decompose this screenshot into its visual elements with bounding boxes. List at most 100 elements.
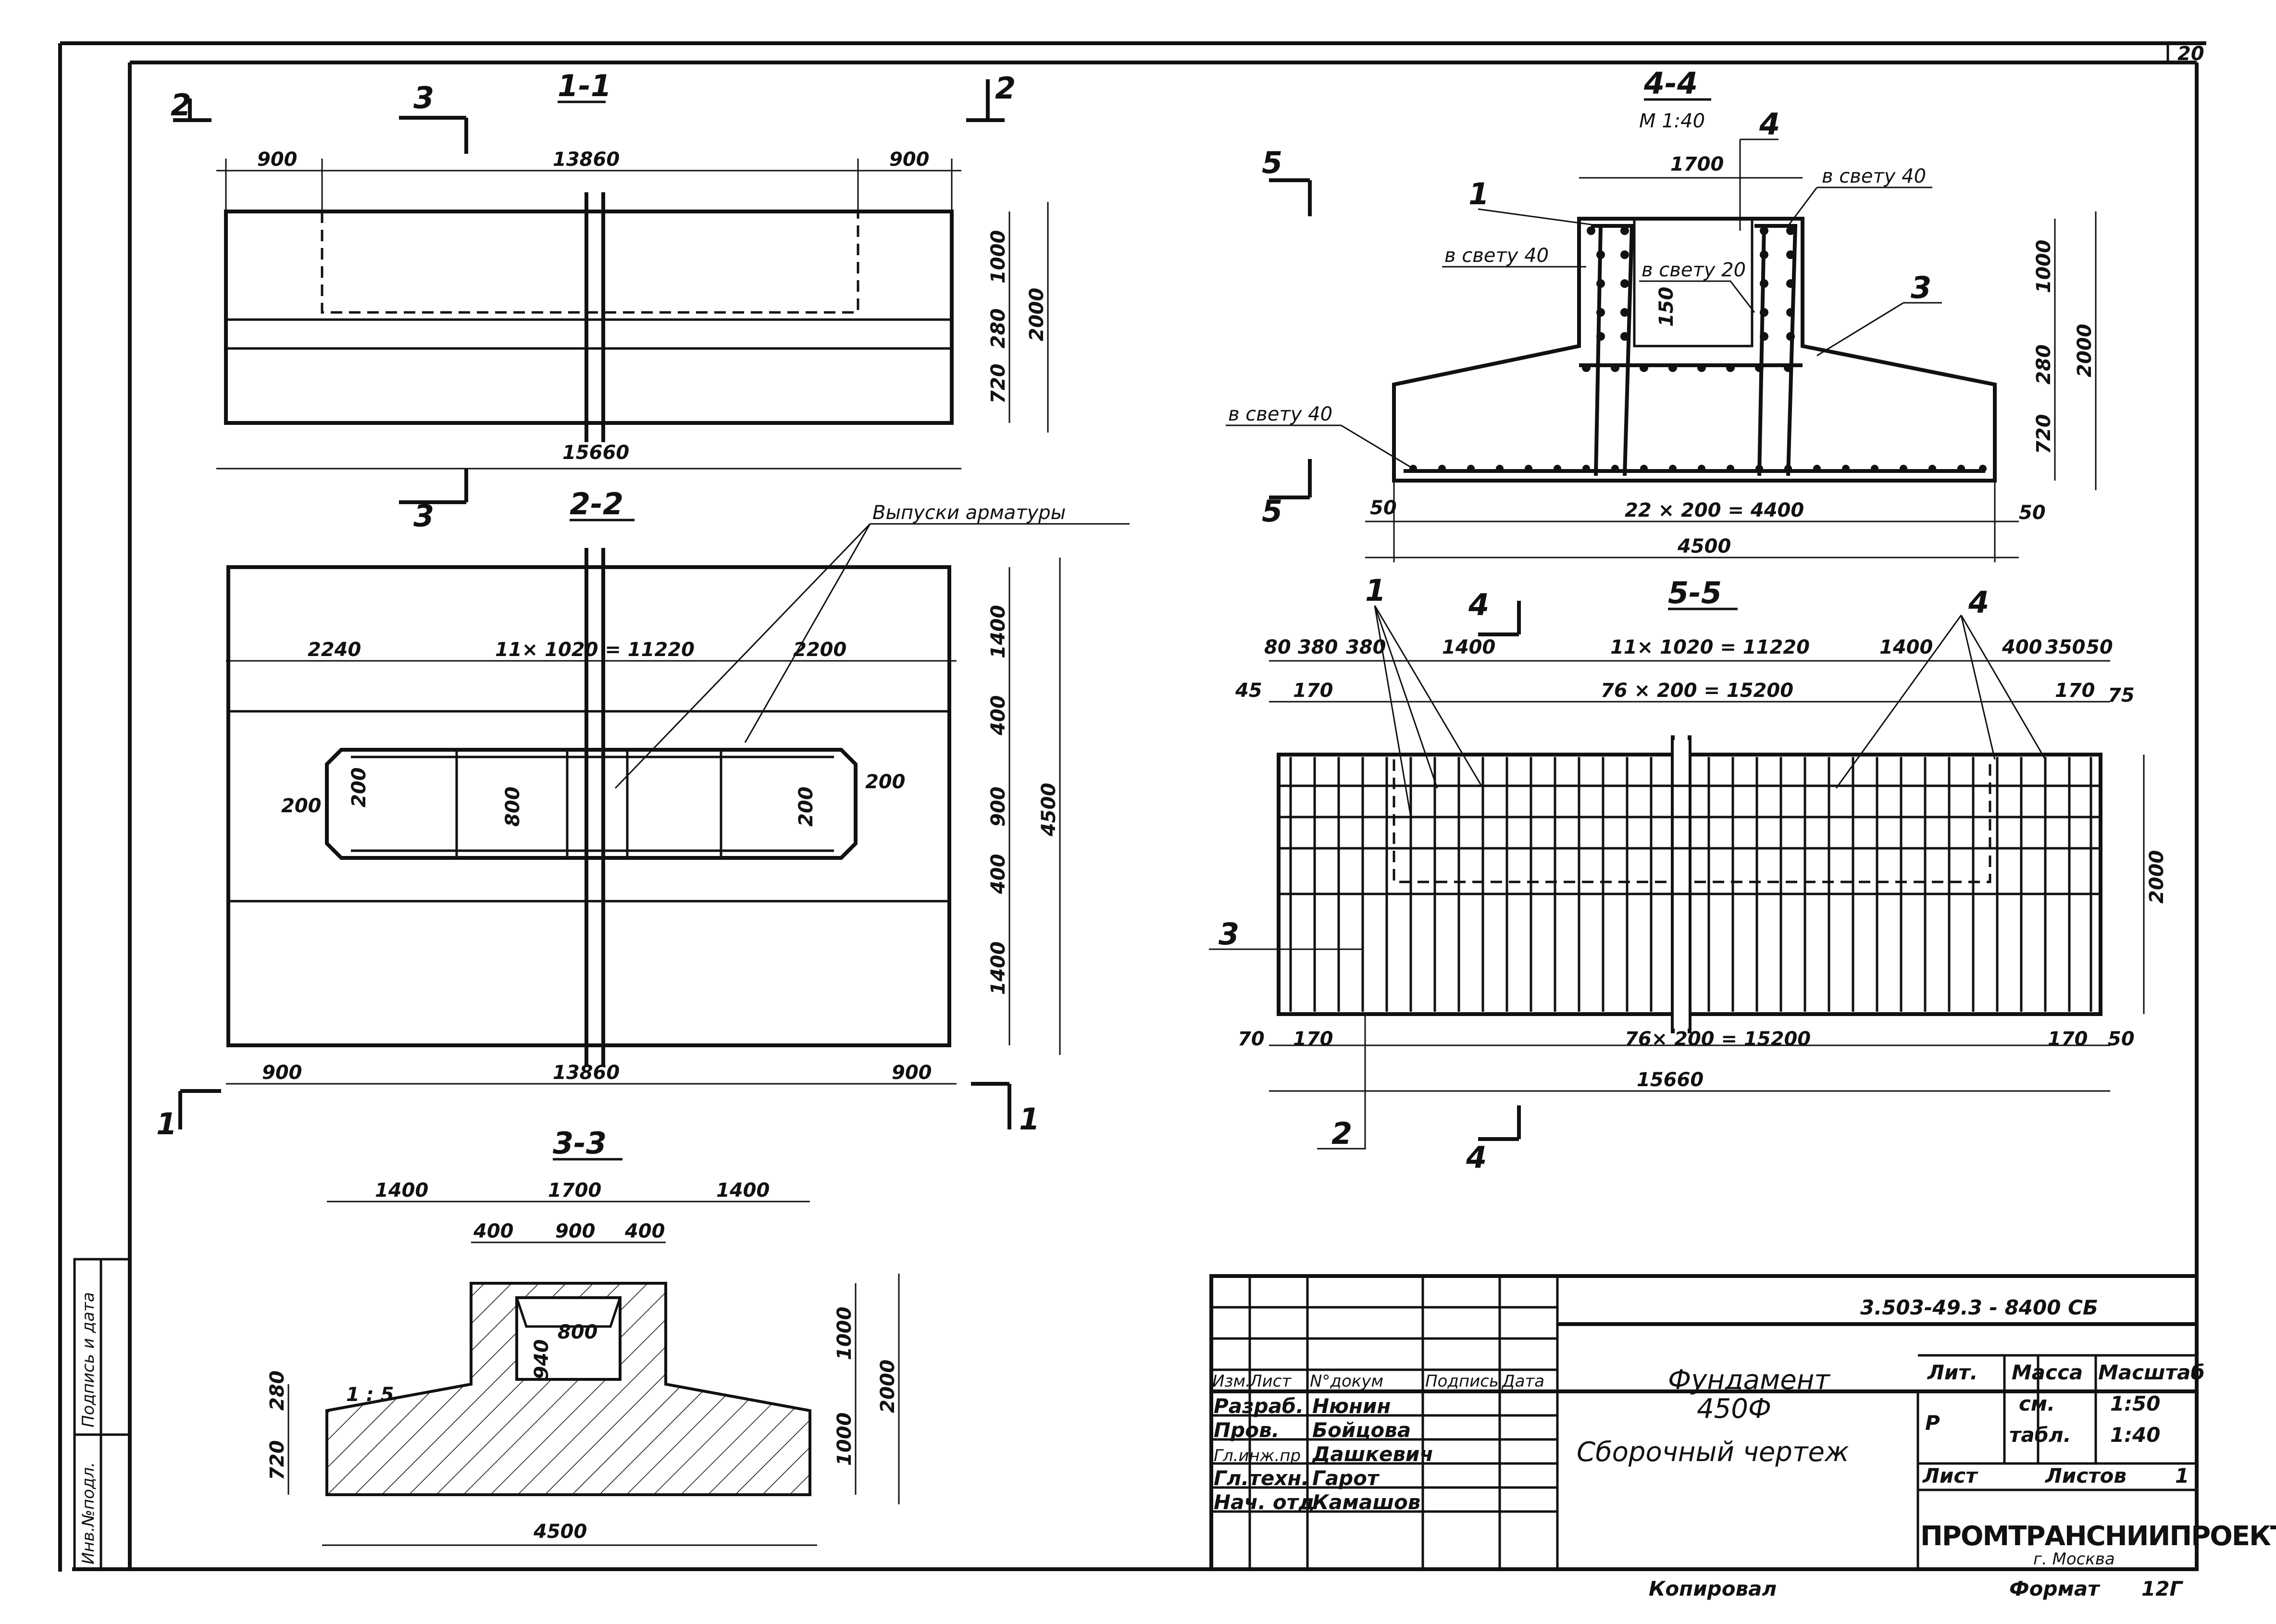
pos-5-5-3: 3: [1219, 917, 1239, 952]
cut-4-top: 4: [1468, 587, 1489, 622]
dim-3-3-h720: 720: [266, 1440, 288, 1481]
cut-2-right: 2: [995, 71, 1016, 106]
dim-4-4-top: 1700: [1670, 153, 1724, 175]
org-city: г. Москва: [2033, 1550, 2115, 1569]
dim-1-1-a: 900: [257, 149, 298, 171]
dim-2-2-c200a: 200: [281, 795, 322, 817]
dim-5-5-b170a: 170: [1293, 1028, 1333, 1050]
rebar-dots-4-4: [1409, 226, 1987, 472]
product-mark: 450Ф: [1697, 1393, 1771, 1425]
section-4-4-title: 4-4: [1643, 66, 1698, 101]
section-4-4-scale: М 1:40: [1639, 110, 1705, 132]
dim-5-5-total: 15660: [1637, 1069, 1704, 1091]
dim-2-2-a: 2240: [308, 639, 361, 661]
dim-2-2-w800: 800: [502, 787, 524, 827]
role-1: Разраб.: [1214, 1394, 1304, 1418]
dim-5-5-a80: 80: [1264, 636, 1291, 658]
cut-1-left: 1: [156, 1106, 177, 1141]
dim-5-5-a45: 45: [1235, 680, 1262, 702]
dim-3-3-d: 400: [473, 1220, 514, 1242]
note-4-4-n1: в свету 40: [1444, 245, 1549, 267]
dim-1-1-h1: 1000: [987, 230, 1009, 284]
dim-3-3-e: 900: [555, 1220, 596, 1242]
dim-4-4-h3: 720: [2033, 414, 2055, 455]
pos-5-5-4: 4: [1968, 585, 1989, 620]
section-5-5-title: 5-5: [1668, 575, 1722, 610]
dim-2-2-c200d: 200: [865, 771, 906, 793]
sheet-number: 20: [2177, 43, 2204, 65]
dim-3-3-h2000: 2000: [877, 1360, 899, 1413]
dim-2-2-v5: 1400: [987, 942, 1009, 995]
dim-2-2-e: 13860: [553, 1062, 620, 1084]
side-stamp: Инв.№подл. Подпись и дата: [73, 1258, 131, 1571]
section-2-2: 2-2 Выпуски арматуры 2240 11× 1020 = 112…: [156, 486, 1130, 1141]
side-inv-no: Инв.№подл.: [79, 1462, 98, 1564]
dim-5-5-b70: 70: [1238, 1028, 1265, 1050]
dim-5-5-b170b: 170: [2048, 1028, 2088, 1050]
dim-3-3-f: 400: [624, 1220, 665, 1242]
dim-4-4-h: 2000: [2074, 324, 2096, 377]
dim-5-5-a170a: 170: [1293, 680, 1333, 702]
side-sign-date: Подпись и дата: [79, 1292, 98, 1427]
hdr-lit: Лит.: [1927, 1361, 1978, 1384]
dim-1-1-h2: 280: [987, 309, 1009, 349]
drawing-type: Сборочный чертеж: [1577, 1437, 1849, 1468]
pos-4-4-3: 3: [1911, 270, 1931, 305]
dim-2-2-v4: 400: [987, 854, 1009, 895]
cut-3-top: 3: [413, 80, 434, 115]
dim-4-4-h2: 280: [2033, 345, 2055, 385]
format-value: 12Г: [2141, 1577, 2183, 1600]
cut-1-right: 1: [1019, 1102, 1040, 1137]
product-name: Фундамент: [1668, 1364, 1830, 1396]
lit-value: Р: [1925, 1411, 1940, 1435]
dim-5-5-bpitch: 76× 200 = 15200: [1625, 1028, 1811, 1050]
note-4-4-n3: в свету 20: [1642, 259, 1746, 281]
dim-3-3-h1000a: 1000: [833, 1307, 856, 1360]
section-3-3: 3-3 1400 1700 1400 400 900 400 800 940 1…: [266, 1126, 900, 1546]
dim-5-5-a400: 400: [2002, 636, 2042, 658]
rebar-verticals-5-5: [1289, 757, 2092, 1012]
dim-2-2-v1: 1400: [987, 605, 1009, 658]
dim-3-3-h280: 280: [266, 1371, 288, 1411]
pos-4-4-1: 1: [1468, 176, 1489, 211]
dim-2-2-c200c: 200: [795, 787, 817, 827]
role-2: Пров.: [1214, 1418, 1280, 1442]
dim-5-5-a1400b: 1400: [1879, 636, 1933, 658]
note-4-4-n2: в свету 40: [1822, 165, 1926, 187]
sheet-frame: [58, 41, 2206, 1572]
dim-1-1-c: 900: [889, 149, 930, 171]
org-name: ПРОМТРАНСНИИПРОЕКТ: [1920, 1521, 2276, 1552]
dim-2-2-c200b: 200: [348, 768, 370, 808]
cut-2-left: 2: [171, 87, 191, 123]
dim-1-1-h3: 720: [987, 364, 1009, 404]
dim-5-5-a170b: 170: [2055, 680, 2095, 702]
name-2: Бойцова: [1312, 1418, 1411, 1442]
cut-3-bottom: 3: [413, 498, 434, 533]
dim-2-2-v2: 400: [987, 695, 1009, 736]
hdr-sheet: Лист: [1922, 1464, 1978, 1488]
dim-2-2-f: 900: [892, 1062, 932, 1084]
hdr-mass: Масса: [2012, 1361, 2083, 1384]
dim-4-4-b2: 22 × 200 = 4400: [1625, 499, 1804, 521]
dim-3-3-a: 1400: [375, 1179, 428, 1202]
section-1-1: 1-1 900 13860 900 15660 1000 280 720 200…: [171, 68, 1049, 533]
hdr-doc: N°докум: [1310, 1372, 1383, 1391]
hdr-list: Лист: [1249, 1372, 1292, 1391]
sheets-value: 1: [2175, 1464, 2189, 1488]
dim-3-3-h940: 940: [531, 1339, 553, 1380]
dim-2-2-vt: 4500: [1038, 783, 1060, 837]
mass-value-2: табл.: [2009, 1423, 2071, 1447]
dim-5-5-mid: 11× 1020 = 11220: [1610, 636, 1810, 658]
section-1-1-title: 1-1: [558, 68, 611, 103]
scale-value-2: 1:40: [2110, 1423, 2160, 1447]
name-5: Камашов: [1312, 1490, 1420, 1514]
pos-4-4-4: 4: [1759, 107, 1780, 142]
dim-2-2-d: 900: [262, 1062, 302, 1084]
cut-4-bottom: 4: [1466, 1140, 1487, 1175]
note-4-4-n4: в свету 40: [1228, 403, 1332, 425]
cut-5-bottom: 5: [1262, 494, 1282, 529]
role-3: Гл.инж.пр: [1214, 1446, 1301, 1465]
hdr-izm: Изм.: [1212, 1372, 1251, 1391]
dim-1-1-h: 2000: [1026, 288, 1048, 341]
